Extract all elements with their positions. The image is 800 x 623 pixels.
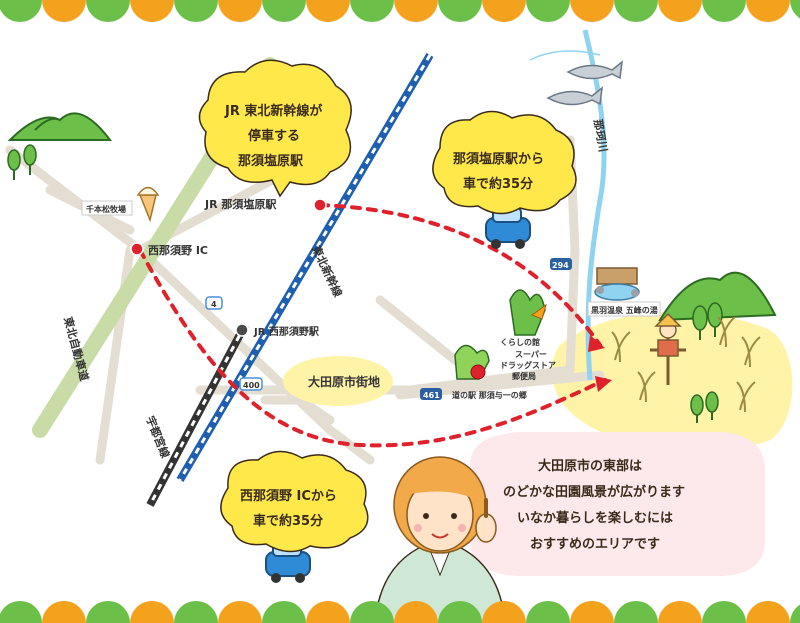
svg-text:のどかな田園風景が広がります: のどかな田園風景が広がります — [503, 484, 685, 500]
route-arrow — [595, 376, 612, 392]
scarecrow-icon — [650, 312, 686, 385]
line-label-shinkansen: 東北新幹線 — [309, 243, 345, 299]
route-shield-461: 461 — [420, 388, 442, 400]
place-label-city-center: 大田原市街地 — [308, 374, 380, 389]
place-onsen-label: 黒羽温泉 五峰の湯 — [587, 301, 661, 317]
bubble-guide: 大田原市の東部は のどかな田園風景が広がります いなか暮らしを楽しむには おすす… — [455, 432, 765, 576]
route-arrow — [588, 335, 605, 352]
place-city-center: 大田原市街地 — [283, 356, 393, 406]
fish-icon — [529, 50, 623, 106]
svg-text:400: 400 — [243, 381, 260, 390]
route-shield-294: 294 — [550, 258, 572, 270]
svg-text:車で約35分: 車で約35分 — [253, 513, 323, 529]
mountain-icon — [658, 271, 777, 322]
place-label-supermarket-2: ドラッグストア — [500, 360, 556, 370]
station-marker-nishinasuno — [235, 323, 249, 337]
svg-text:那須塩原駅: 那須塩原駅 — [238, 153, 304, 169]
place-label-senbonmatsu: 千本松牧場 — [86, 204, 126, 214]
tree-icon — [7, 144, 37, 180]
farmland-area — [551, 312, 793, 451]
river-label: 那珂川 — [591, 118, 610, 153]
place-label-supermarket-1: スーパー — [515, 349, 547, 359]
place-senbonmatsu: 千本松牧場 — [81, 200, 133, 216]
place-label-onsen: 黒羽温泉 五峰の湯 — [591, 305, 658, 315]
driving-routes — [138, 203, 607, 448]
mountain-icon — [7, 112, 113, 141]
place-label-supermarket-3: 郵便局 — [512, 371, 536, 381]
vegetable-icon — [454, 289, 547, 380]
rice-icon — [611, 316, 761, 413]
svg-text:JR 東北新幹線が: JR 東北新幹線が — [224, 103, 322, 119]
car-icon — [485, 207, 531, 249]
place-label-michinoeki: 道の駅 那須与一の郷 — [452, 390, 527, 400]
line-label-utsunomiya: 宇都宮線 — [143, 414, 172, 460]
tree-icon — [690, 302, 723, 423]
station-label-nasushiobara: JR 那須塩原駅 — [204, 197, 276, 211]
svg-text:西那須野 ICから: 西那須野 ICから — [240, 489, 337, 504]
svg-text:294: 294 — [552, 261, 569, 270]
station-label-nishinasuno: JR 西那須野駅 — [253, 325, 320, 338]
svg-text:4: 4 — [211, 300, 217, 309]
svg-text:いなか暮らしを楽しむには: いなか暮らしを楽しむには — [517, 510, 673, 526]
bottom-scallop-border — [0, 601, 800, 623]
bubble-nasushiobara: 那須塩原駅から 車で約35分 — [432, 110, 577, 215]
svg-text:停車する: 停車する — [248, 128, 300, 144]
river-nakagawa — [582, 29, 607, 381]
route-shield-4: 4 — [205, 296, 223, 310]
place-label-kurashi: くらしの館 — [500, 337, 540, 347]
shinkansen-line — [176, 52, 434, 483]
top-scallop-border — [0, 0, 800, 22]
station-marker-nasushiobara — [313, 198, 327, 212]
svg-text:大田原市の東部は: 大田原市の東部は — [538, 458, 642, 474]
svg-text:那須塩原駅から: 那須塩原駅から — [453, 151, 544, 167]
svg-text:461: 461 — [423, 391, 440, 400]
soft-cream-icon — [136, 186, 160, 223]
utsunomiya-line — [146, 323, 249, 507]
svg-text:おすすめのエリアです: おすすめのエリアです — [530, 537, 660, 552]
bubble-shinkansen: JR 東北新幹線が 停車する 那須塩原駅 — [198, 59, 352, 198]
ic-marker-nishinasuno — [130, 242, 144, 256]
svg-text:車で約35分: 車で約35分 — [463, 176, 533, 192]
ic-label-nishinasuno: 西那須野 IC — [148, 243, 208, 257]
route-shield-400: 400 — [239, 377, 263, 391]
bubble-nishinasuno: 西那須野 ICから 車で約35分 — [220, 450, 369, 553]
onsen-icon — [594, 267, 640, 301]
